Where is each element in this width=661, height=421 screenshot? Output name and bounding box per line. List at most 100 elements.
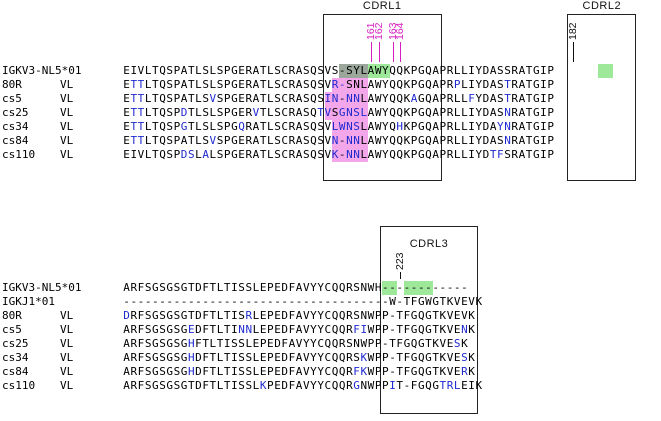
residue: R <box>130 379 138 392</box>
residue: S <box>504 148 511 161</box>
residue: W <box>389 295 396 308</box>
residue: N <box>504 134 511 147</box>
residue: R <box>346 351 353 364</box>
residue: L <box>461 148 468 161</box>
residue: - <box>382 295 389 308</box>
residue: C <box>281 92 289 105</box>
residue: L <box>461 78 468 91</box>
residue: D <box>482 78 490 91</box>
residue: - <box>245 295 253 308</box>
residue: T <box>432 351 439 364</box>
residue-highlight <box>339 120 347 134</box>
residue: S <box>453 337 461 350</box>
sequence-residues: -------------------------------------W-T… <box>123 295 482 309</box>
residue: Q <box>331 323 339 336</box>
residue: E <box>259 365 267 378</box>
residue: Q <box>310 134 317 147</box>
residue: Q <box>310 78 317 91</box>
residue: A <box>489 92 497 105</box>
residue: P <box>410 106 418 119</box>
residue: N <box>346 106 353 119</box>
chain-type: VL <box>60 92 74 105</box>
residue: T <box>209 351 217 364</box>
position-number: 223 <box>394 252 407 270</box>
residue: G <box>425 351 432 364</box>
residue: S <box>216 64 224 77</box>
residue: S <box>497 78 504 91</box>
residue: E <box>123 120 130 133</box>
residue: I <box>540 92 547 105</box>
residue: E <box>259 309 267 322</box>
residue: S <box>173 309 181 322</box>
residue: - <box>295 295 303 308</box>
residue: F <box>137 351 145 364</box>
region-label: CDRL2 <box>582 0 622 12</box>
residue: S <box>202 92 209 105</box>
residue-highlight <box>353 134 361 148</box>
residue: G <box>417 295 425 308</box>
residue: F <box>288 379 296 392</box>
sequence-name: cs34 <box>2 351 29 364</box>
residue: - <box>281 295 289 308</box>
residue: S <box>302 148 310 161</box>
residue: A <box>489 64 497 77</box>
residue: T <box>259 120 267 133</box>
residue: L <box>216 309 224 322</box>
residue: G <box>166 309 174 322</box>
residue: L <box>216 281 224 294</box>
residue: S <box>302 64 310 77</box>
residue: T <box>439 379 447 392</box>
residue: G <box>180 337 188 350</box>
residue: C <box>281 78 289 91</box>
residue: R <box>130 337 138 350</box>
residue: P <box>410 78 418 91</box>
residue: T <box>223 379 231 392</box>
residue: P <box>547 78 554 91</box>
residue: E <box>238 134 245 147</box>
residue: T <box>137 106 145 119</box>
residue: K <box>468 351 475 364</box>
residue: T <box>525 120 533 133</box>
residue: D <box>482 148 490 161</box>
residue: - <box>324 295 332 308</box>
residue: - <box>382 337 389 350</box>
residue: G <box>180 120 188 133</box>
residue: Y <box>310 351 317 364</box>
sequence-residues: ETTLTQSPATLSVSPGERATLSCRASQSIN-NNLAWYQQK… <box>123 92 554 106</box>
residue: T <box>259 64 267 77</box>
residue: W <box>374 148 382 161</box>
residue: R <box>288 92 296 105</box>
residue: Y <box>475 106 483 119</box>
residue: T <box>439 295 447 308</box>
chain-type: VL <box>60 309 74 322</box>
residue: E <box>453 323 461 336</box>
residue: V <box>295 337 303 350</box>
residue: Q <box>324 337 332 350</box>
residue: I <box>468 134 475 147</box>
residue: E <box>259 281 267 294</box>
residue: R <box>245 309 253 322</box>
residue: L <box>360 92 368 105</box>
residue: G <box>417 92 425 105</box>
residue: T <box>259 106 267 119</box>
residue: F <box>410 295 418 308</box>
residue: G <box>231 148 238 161</box>
residue: N <box>353 337 360 350</box>
residue: T <box>396 309 404 322</box>
residue: S <box>216 78 224 91</box>
residue: I <box>130 64 138 77</box>
residue: G <box>417 148 425 161</box>
residue: W <box>374 64 382 77</box>
residue: G <box>231 134 238 147</box>
residue: C <box>324 379 332 392</box>
residue: V <box>324 148 332 161</box>
residue: V <box>446 351 454 364</box>
residue: H <box>187 365 195 378</box>
residue: G <box>180 323 188 336</box>
residue: L <box>144 106 152 119</box>
residue: E <box>446 337 454 350</box>
